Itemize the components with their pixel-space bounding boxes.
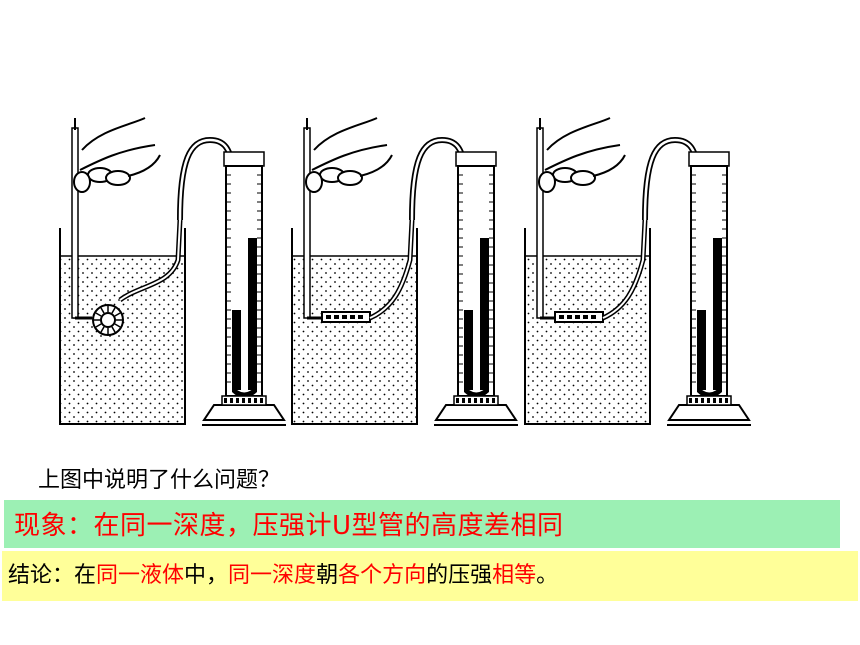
conclusion-part: 同一液体 (96, 563, 185, 588)
phenomenon-text: 现象：在同一深度，压强计U型管的高度差相同 (14, 511, 564, 541)
pressure-experiment-figure (59, 117, 751, 426)
conclusion-part: 相等 (492, 563, 537, 588)
conclusion-part: 中， (184, 563, 229, 588)
conclusion-part: 结论：在 (8, 563, 97, 588)
conclusion-text: 结论：在同一液体中，同一深度朝各个方向的压强相等。 (8, 560, 558, 592)
question-text: 上图中说明了什么问题？ (38, 468, 281, 493)
apparatus-3 (524, 117, 751, 426)
phenomenon-highlight (4, 500, 840, 548)
conclusion-part: 各个方向 (338, 563, 427, 588)
conclusion-highlight (2, 551, 858, 601)
conclusion-part: 朝 (316, 563, 339, 588)
conclusion-part: 。 (536, 563, 559, 588)
conclusion-part: 同一深度 (228, 563, 317, 588)
apparatus-2 (291, 117, 518, 426)
apparatus-1 (59, 117, 286, 426)
conclusion-part: 的压强 (426, 563, 493, 588)
